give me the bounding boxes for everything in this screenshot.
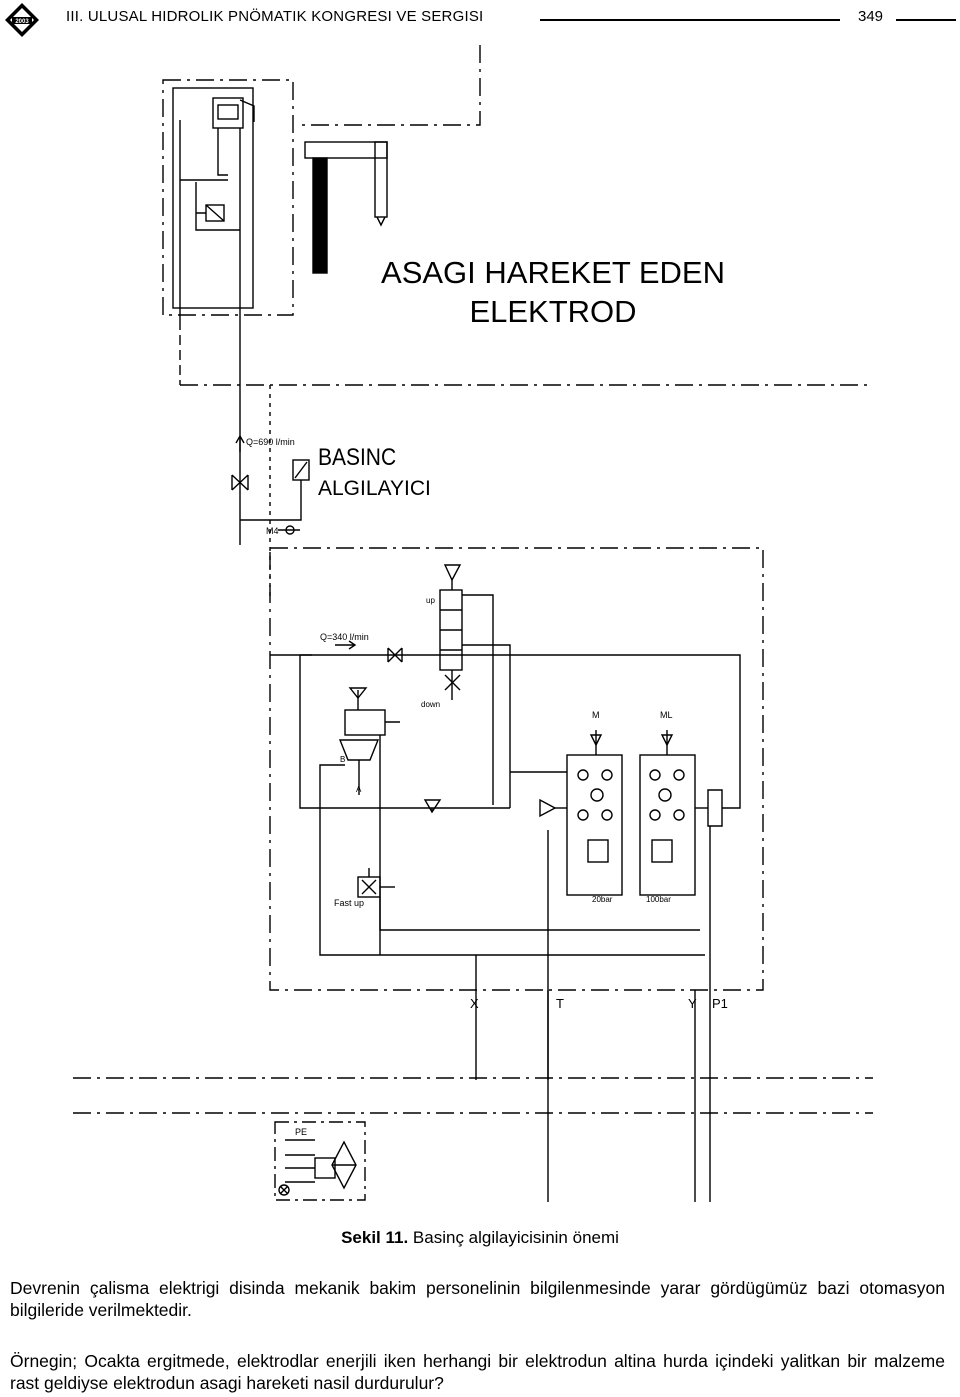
header-rule-left <box>540 19 840 21</box>
label-a: A <box>356 785 362 794</box>
page-number: 349 <box>858 8 884 25</box>
port-ml: ML <box>660 710 673 720</box>
dashed-boundary-upper-left <box>162 79 294 316</box>
figure-caption: Sekil 11. Basinç algilayicisinin önemi <box>0 1228 960 1248</box>
label-up: up <box>426 596 435 605</box>
paragraph-1: Devrenin çalisma elektrigi disinda mekan… <box>10 1278 945 1320</box>
logo-text: 2003 <box>15 19 29 25</box>
label-b: B <box>340 755 345 764</box>
label-down: down <box>421 700 440 709</box>
figure-caption-text: Basinç algilayicisinin önemi <box>408 1228 619 1247</box>
flow-label-2: Q=340 l/min <box>320 632 369 642</box>
paragraph-2: Örnegin; Ocakta ergitmede, elektrodlar e… <box>10 1351 945 1393</box>
port-m4: M4 <box>266 526 279 536</box>
logic-valve-right <box>639 754 696 896</box>
port-t: T <box>556 996 564 1011</box>
label-fast-up: Fast up <box>334 898 364 908</box>
label-pe: PE <box>295 1127 307 1137</box>
page-header: 2003 III. ULUSAL HIDROLIK PNÖMATIK KONGR… <box>0 0 960 40</box>
port-x: X <box>470 996 479 1011</box>
valve-block-top <box>172 87 254 309</box>
congress-logo: 2003 <box>5 3 39 37</box>
hydraulic-circuit-diagram: ASAGI HAREKET EDEN ELEKTROD BASINC ALGIL… <box>73 45 873 1202</box>
header-rule-right <box>896 19 956 21</box>
flow-label-1: Q=690 l/min <box>246 437 295 447</box>
sensor-label-line2: ALGILAYICI <box>318 477 431 500</box>
label-20bar: 20bar <box>592 895 613 904</box>
port-p1: P1 <box>712 996 728 1011</box>
dashed-boundary-bottom-block <box>274 1121 366 1201</box>
label-100bar: 100bar <box>646 895 671 904</box>
port-y: Y <box>688 996 697 1011</box>
sensor-label-line1: BASINC <box>318 444 396 471</box>
running-header-title: III. ULUSAL HIDROLIK PNÖMATIK KONGRESI V… <box>66 8 484 25</box>
port-m: M <box>592 710 600 720</box>
logic-valve-left <box>566 754 623 896</box>
dashed-boundary-top <box>296 45 481 126</box>
dashed-boundary-lower-block <box>269 547 764 991</box>
diagram-title-line1: ASAGI HAREKET EDEN <box>381 255 725 290</box>
figure-caption-prefix: Sekil 11. <box>341 1228 409 1247</box>
diagram-title-line2: ELEKTROD <box>469 294 636 329</box>
